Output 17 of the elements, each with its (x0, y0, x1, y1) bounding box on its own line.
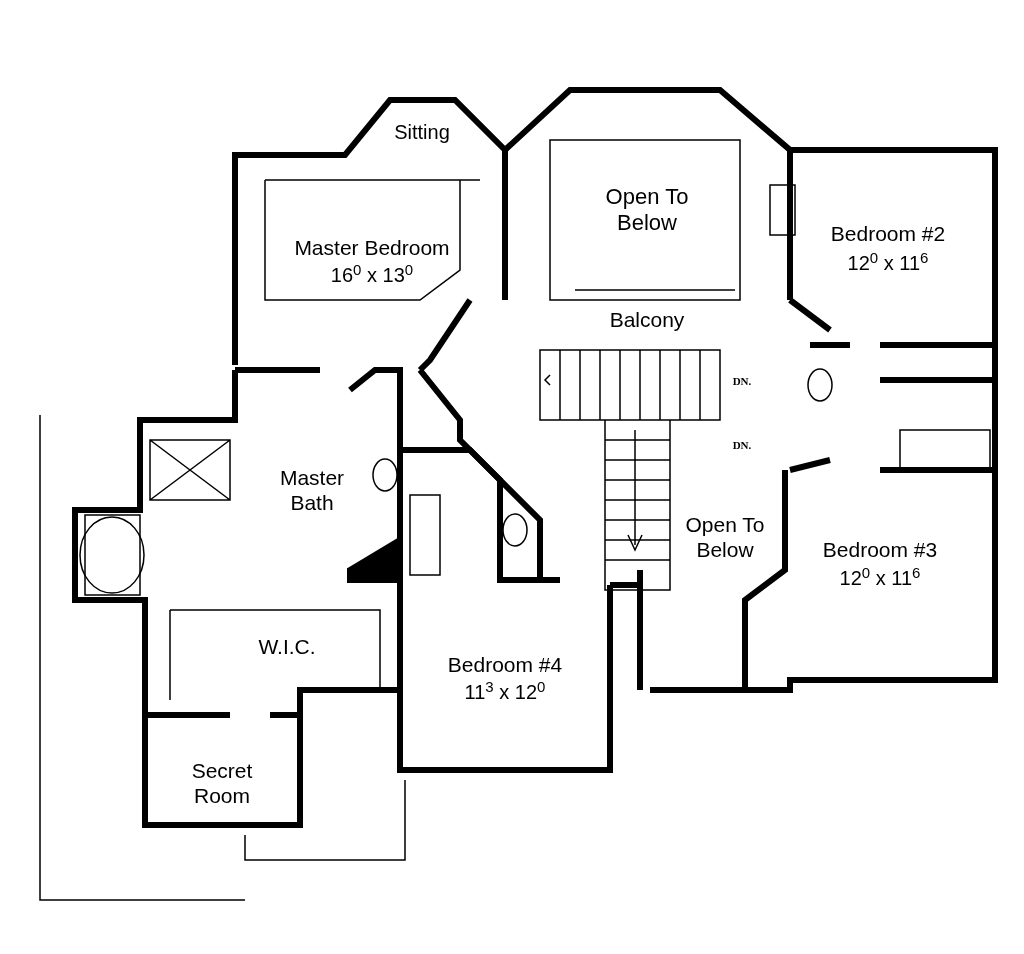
room-label: Secret Room (190, 757, 254, 809)
room-label: Sitting (393, 120, 451, 144)
room-label: Master Bedroom (293, 235, 451, 261)
room-label: Balcony (608, 307, 686, 333)
stair-direction-label: DN. (731, 439, 753, 453)
room-label: Master Bath (278, 464, 346, 516)
room-label: Open To Below (685, 511, 765, 563)
room-dimension: 12$^{0}$ x 11$^{6}$ (838, 566, 922, 590)
room-label: Bedroom #3 (821, 537, 939, 563)
room-label: W.I.C. (257, 634, 317, 660)
room-dimension: 12$^{0}$ x 11$^{6}$ (846, 251, 930, 275)
room-label: Bedroom #2 (829, 221, 947, 247)
room-label: Bedroom #4 (446, 652, 564, 678)
room-label: Open To Below (604, 183, 690, 237)
stair-direction-label: DN. (731, 375, 753, 389)
room-dimension: 16$^{0}$ x 13$^{0}$ (329, 263, 415, 287)
room-dimension: 11$^{3}$ x 12$^{0}$ (463, 680, 547, 704)
